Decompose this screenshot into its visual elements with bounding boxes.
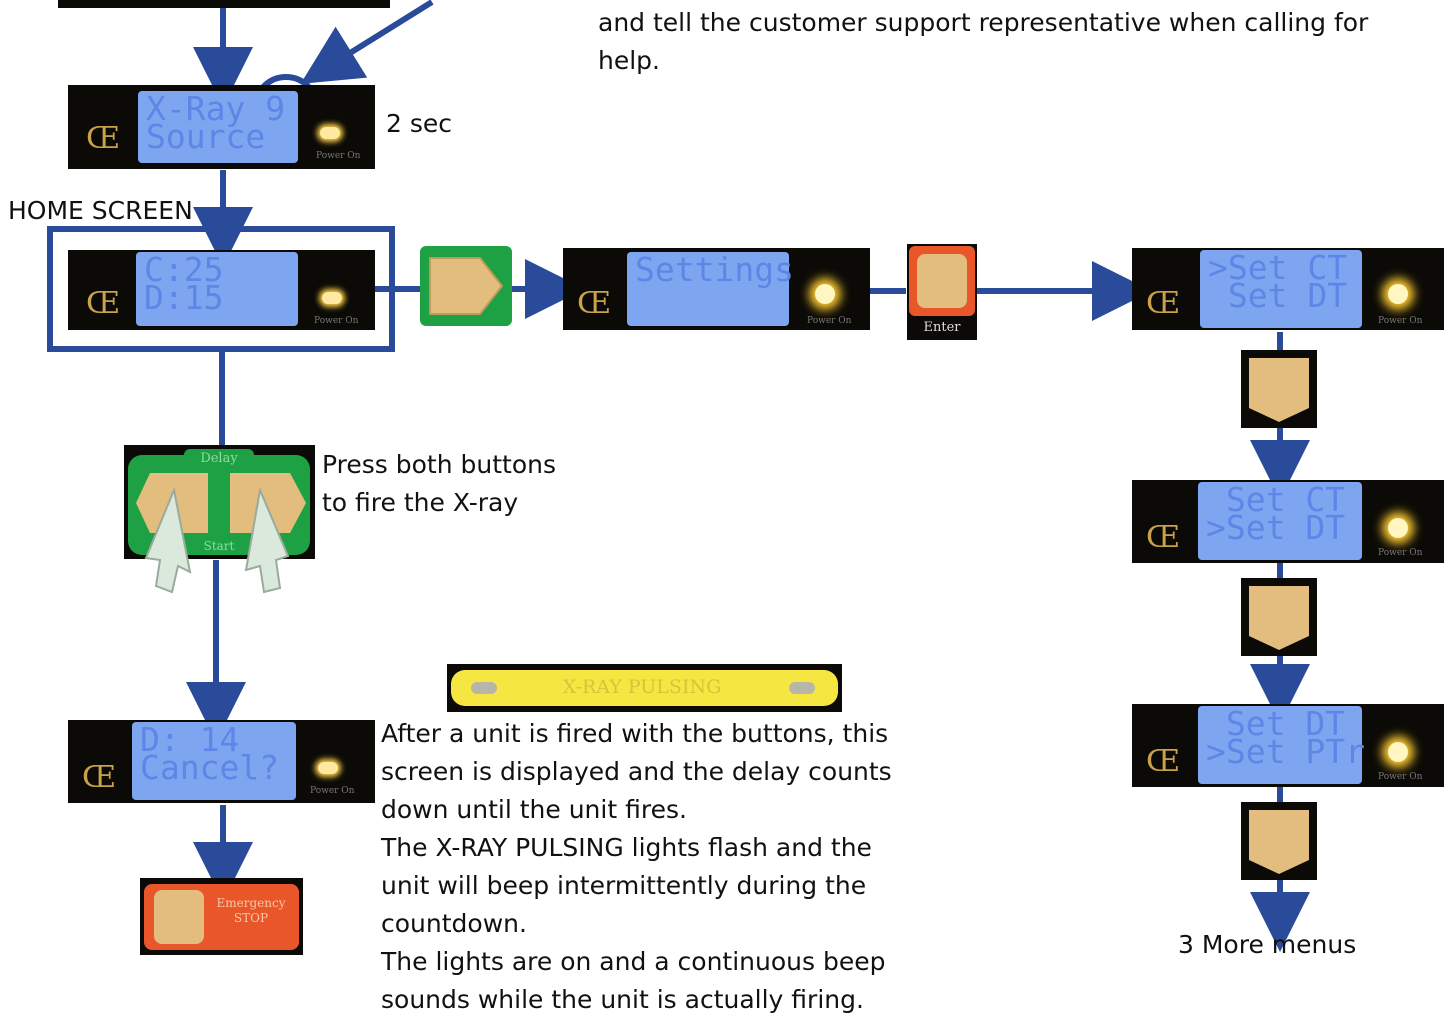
power-on-label: Power On <box>310 786 355 796</box>
lcd-display: D: 14 Cancel? <box>132 722 296 800</box>
two-sec-label: 2 sec <box>386 109 453 138</box>
power-led-icon <box>815 284 835 304</box>
lcd-display: Set DT >Set PTr <box>1198 706 1365 784</box>
menu-button[interactable] <box>420 246 512 326</box>
settings-screen: Œ Settings Power On <box>563 248 870 330</box>
power-on-label: Power On <box>316 151 361 161</box>
lcd-display: Settings <box>627 252 794 326</box>
description-paragraph-1: After a unit is fired with the buttons, … <box>381 719 892 824</box>
power-on-label: Power On <box>1378 772 1423 782</box>
home-highlight-box <box>47 226 395 352</box>
logo-icon: Œ <box>82 760 117 795</box>
power-on-label: Power On <box>807 316 852 326</box>
emergency-stop-label: Emergency STOP <box>216 896 286 925</box>
home-screen: Œ C:25 D:15 Power On <box>68 250 375 330</box>
power-led-icon <box>322 292 342 304</box>
previous-screen-partial <box>58 0 390 8</box>
arrow-diagonal-to-digit <box>300 0 434 84</box>
logo-icon: Œ <box>577 286 612 321</box>
countdown-screen: Œ D: 14 Cancel? Power On <box>68 720 375 803</box>
down-arrow-button-icon <box>1249 358 1309 422</box>
more-menus-label: 3 More menus <box>1178 930 1357 959</box>
enter-button[interactable]: Enter <box>907 244 977 340</box>
lcd-display: Set CT >Set DT <box>1198 482 1362 560</box>
delay-label: Delay <box>184 449 254 469</box>
power-on-label: Power On <box>1378 316 1423 326</box>
down-arrow-button-icon <box>1249 810 1309 874</box>
start-label: Start <box>203 539 235 553</box>
set-ptr-screen: Œ Set DT >Set PTr Power On <box>1132 704 1444 787</box>
press-arrow-right-icon <box>244 488 290 594</box>
press-arrow-left-icon <box>144 488 192 594</box>
lcd-display: X-Ray 9 Source <box>138 91 298 163</box>
power-led-icon <box>320 127 340 139</box>
home-screen-label: HOME SCREEN <box>8 196 193 225</box>
xray-source-screen: Œ X-Ray 9 Source Power On <box>68 85 375 169</box>
enter-label: Enter <box>923 320 961 335</box>
power-led-icon <box>1388 518 1408 538</box>
logo-icon: Œ <box>1146 286 1181 321</box>
description-paragraph-3: The lights are on and a continuous beep … <box>381 947 886 1014</box>
logo-icon: Œ <box>86 286 121 321</box>
logo-icon: Œ <box>1146 520 1181 555</box>
fire-description: After a unit is fired with the buttons, … <box>381 715 911 1019</box>
power-on-label: Power On <box>314 316 359 326</box>
down-button-3[interactable] <box>1241 802 1317 880</box>
power-led-icon <box>1388 742 1408 762</box>
xray-pulsing-indicator: X-RAY PULSING <box>447 664 842 712</box>
set-ct-screen: Œ >Set CT Set DT Power On <box>1132 248 1444 330</box>
xray-pulsing-label: X-RAY PULSING <box>562 676 722 698</box>
description-paragraph-2: The X-RAY PULSING lights flash and the u… <box>381 833 872 938</box>
press-both-label: Press both buttons to fire the X-ray <box>322 450 556 517</box>
set-dt-screen: Œ Set CT >Set DT Power On <box>1132 480 1444 563</box>
logo-icon: Œ <box>86 121 121 156</box>
pulse-light-right-icon <box>789 682 815 694</box>
lcd-display: >Set CT Set DT <box>1200 250 1362 328</box>
logo-icon: Œ <box>1146 744 1181 779</box>
header-text: and tell the customer support representa… <box>598 8 1369 75</box>
power-led-icon <box>318 762 338 774</box>
down-button-1[interactable] <box>1241 350 1317 428</box>
down-button-2[interactable] <box>1241 578 1317 656</box>
power-on-label: Power On <box>1378 548 1423 558</box>
emergency-stop-button[interactable]: Emergency STOP <box>140 878 303 955</box>
power-led-icon <box>1388 284 1408 304</box>
right-arrow-button-icon <box>429 257 504 315</box>
pulse-light-left-icon <box>471 682 497 694</box>
start-button[interactable] <box>228 471 308 535</box>
lcd-display: C:25 D:15 <box>136 252 298 326</box>
down-arrow-button-icon <box>1249 586 1309 650</box>
